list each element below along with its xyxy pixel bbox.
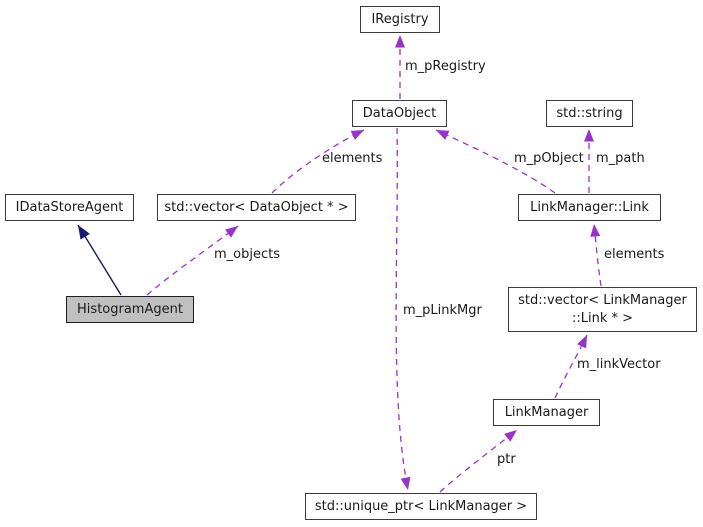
edge-label-m-path: m_path [596,151,645,166]
edge-elements-dataobject [271,129,365,194]
node-linkmanager-link[interactable]: LinkManager::Link [518,194,661,221]
edge-label-m-plinkmgr: m_pLinkMgr [403,303,482,318]
node-unique-ptr-linkmanager[interactable]: std::unique_ptr< LinkManager > [305,493,537,520]
node-dataobject[interactable]: DataObject [352,100,447,127]
node-vector-linkmanager-link[interactable]: std::vector< LinkManager ::Link * > [508,287,697,332]
edge-label-m-pregistry: m_pRegistry [405,59,486,74]
edge-label-m-objects: m_objects [214,247,280,262]
node-std-string[interactable]: std::string [546,100,633,127]
edge-label-ptr: ptr [497,452,516,467]
edge-ptr [439,429,518,493]
node-iregistry[interactable]: IRegistry [360,6,440,33]
edge-label-elements-link: elements [604,247,665,262]
edge-m-objects [146,225,239,296]
node-vector-dataobject[interactable]: std::vector< DataObject * > [157,194,356,221]
edge-m-plinkmgr [395,127,411,491]
edge-elements-link [590,223,602,287]
edge-label-m-linkvector: m_linkVector [577,357,661,372]
edge-inheritance-idatastoreagent [77,224,122,296]
edge-m-linkvector [554,334,588,399]
edge-label-elements-dataobject: elements [322,151,383,166]
node-idatastoreagent[interactable]: IDataStoreAgent [5,194,134,221]
node-linkmanager[interactable]: LinkManager [493,399,600,426]
edge-m-pobject [435,129,556,194]
edge-label-m-pobject: m_pObject [514,151,584,166]
node-histogramagent-focused[interactable]: HistogramAgent [66,296,194,323]
